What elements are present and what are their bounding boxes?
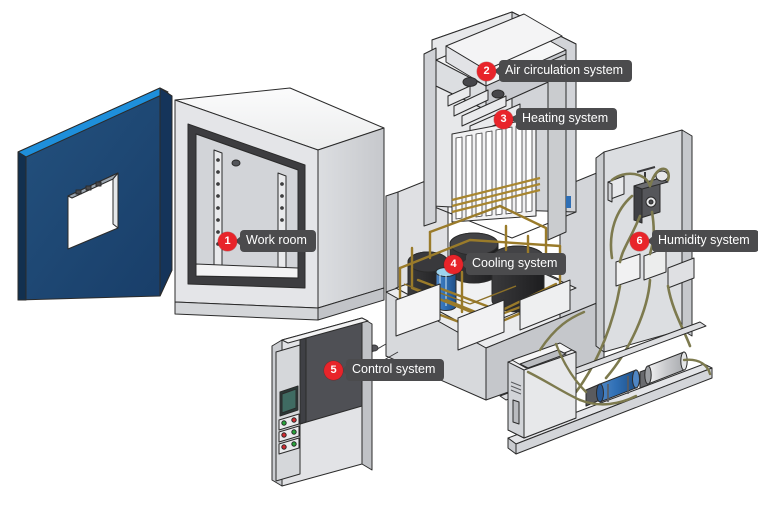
- callout-badge-2: 2: [477, 61, 496, 81]
- work-room-chamber: [174, 87, 385, 321]
- callout-label-humidity-system: Humidity system: [652, 230, 758, 252]
- callout-label-heating-system: Heating system: [516, 108, 618, 130]
- callout-badge-1: 1: [218, 231, 237, 251]
- callout-pointer-2: [494, 66, 500, 76]
- callout-badge-5: 5: [324, 360, 343, 380]
- indicator-buttons: [278, 413, 300, 455]
- callout-badge-3: 3: [494, 109, 513, 129]
- water-supply-assembly: [499, 310, 713, 455]
- callout-air-circulation-system[interactable]: 2 Air circulation system: [477, 60, 633, 82]
- callout-control-system[interactable]: 5 Control system: [324, 359, 445, 381]
- control-panel: [271, 317, 373, 487]
- callout-badge-4: 4: [444, 254, 463, 274]
- heating-element-bank: [451, 117, 541, 223]
- callout-heating-system[interactable]: 3 Heating system: [494, 108, 618, 130]
- callout-label-cooling-system: Cooling system: [466, 253, 567, 275]
- door-panel: [17, 87, 173, 301]
- callout-label-air-circulation-system: Air circulation system: [499, 60, 633, 82]
- air-heating-tower: [423, 11, 577, 241]
- callout-label-control-system: Control system: [346, 359, 445, 381]
- callout-humidity-system[interactable]: 6 Humidity system: [630, 230, 758, 252]
- callout-work-room[interactable]: 1 Work room: [218, 230, 316, 252]
- callout-pointer-5: [341, 365, 347, 375]
- lcd-screen: [279, 385, 299, 417]
- callout-pointer-6: [647, 236, 653, 246]
- callout-pointer-3: [511, 114, 517, 124]
- callout-pointer-4: [461, 259, 467, 269]
- callout-badge-6: 6: [630, 231, 649, 251]
- humidity-pump: [633, 166, 669, 224]
- callout-pointer-1: [235, 236, 241, 246]
- callout-label-work-room: Work room: [240, 230, 316, 252]
- humidifier-cartridge: [585, 351, 688, 407]
- callout-cooling-system[interactable]: 4 Cooling system: [444, 253, 567, 275]
